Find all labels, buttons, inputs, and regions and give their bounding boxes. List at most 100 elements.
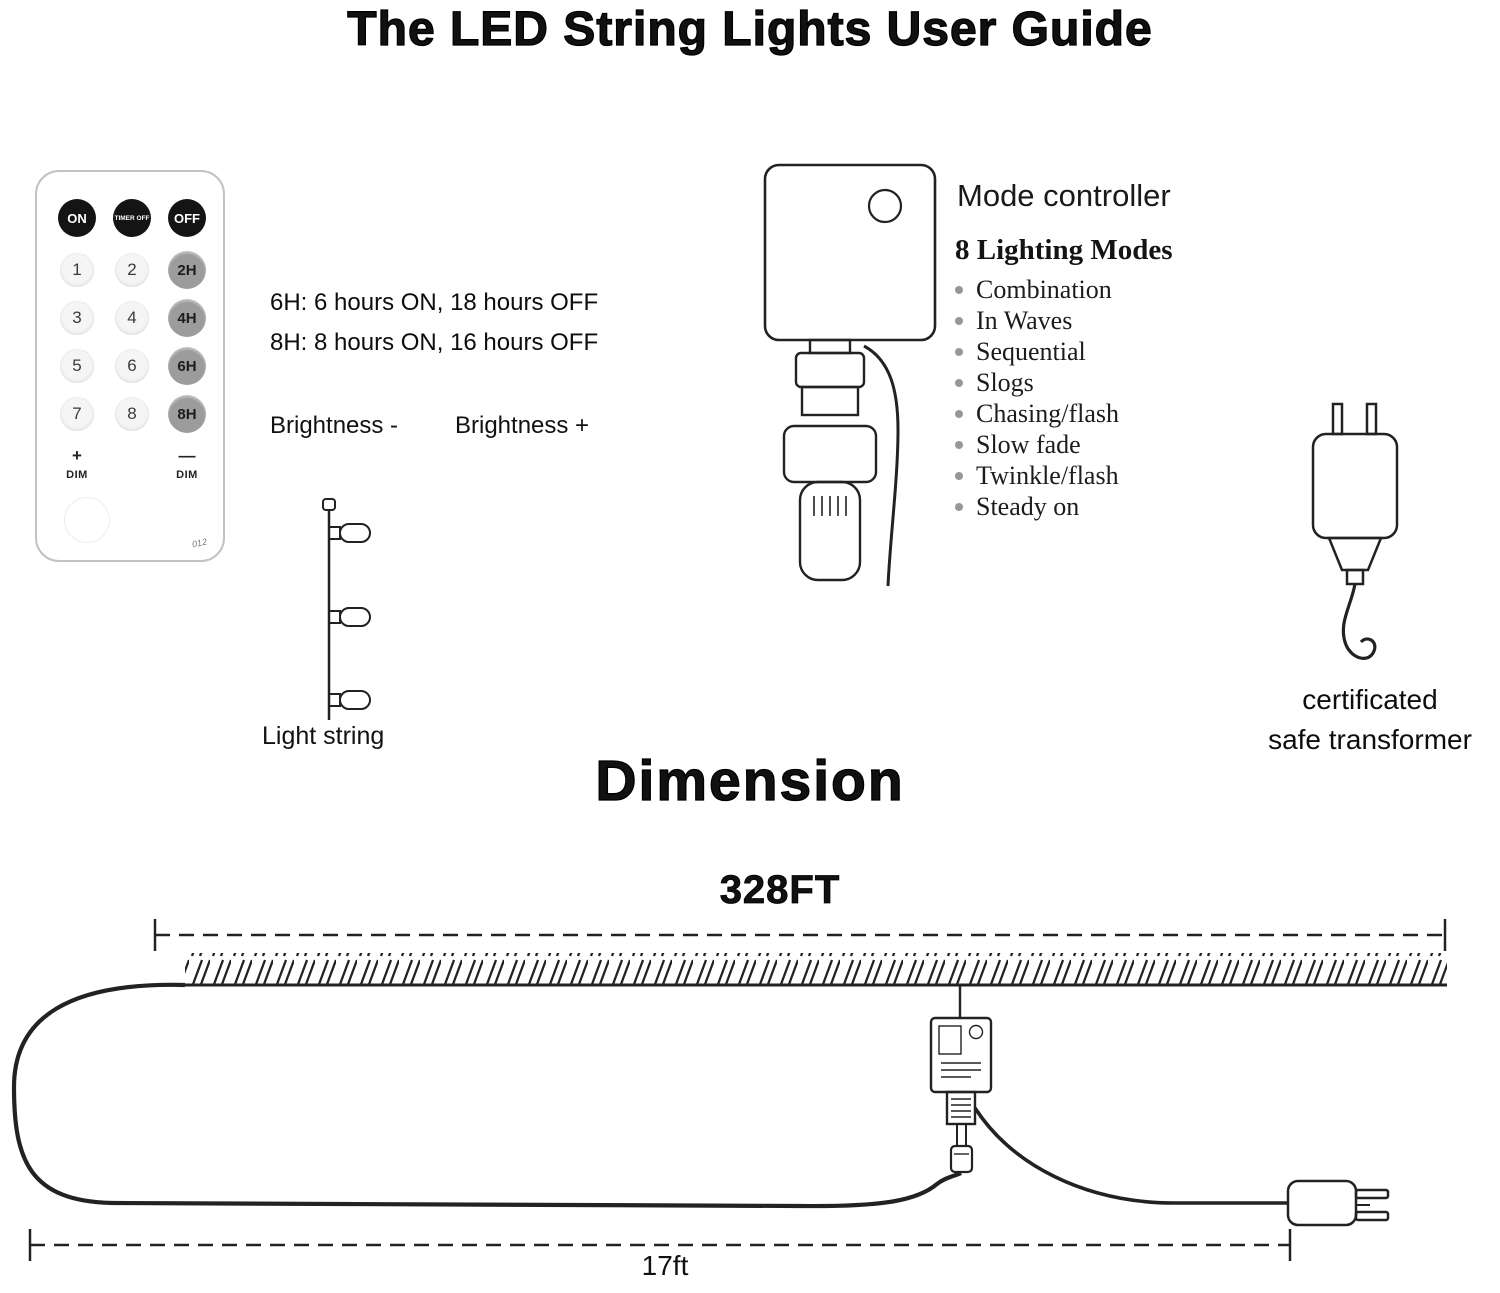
transformer-body [1311,402,1399,586]
timer-notes: 6H: 6 hours ON, 18 hours OFF 8H: 8 hours… [270,283,598,363]
bullet-dot [955,379,963,387]
page-title: The LED String Lights User Guide [347,2,1153,56]
timer-note-6h: 6H: 6 hours ON, 18 hours OFF [270,289,599,316]
mode-item-label: Twinkle/flash [976,461,1119,490]
garland-hatch [185,953,1447,984]
connector-grip-lines [813,496,847,516]
transformer-label-line1: certificated [1302,684,1438,715]
mode-item-label: Slow fade [976,430,1081,459]
bullet-dot [955,503,963,511]
remote-off-button: OFF [168,199,206,237]
remote-model-code: 012 [191,536,208,550]
string-top-knot [322,498,336,511]
remote-on-button: ON [58,199,96,237]
remote-button-2: 2 [115,253,149,287]
transformer-cable-hook [1341,583,1377,660]
mode-item: Combination [955,274,1275,305]
lighting-modes-heading: 8 Lighting Modes [955,234,1173,266]
bullet-dot [955,286,963,294]
controller-body [763,163,937,342]
light-string-illustration [322,498,371,720]
remote-dim-minus-sign: — [178,446,196,465]
mode-item-label: Steady on [976,492,1080,521]
remote-button-1: 1 [60,253,94,287]
remote-button-7: 7 [60,397,94,431]
mode-item: Twinkle/flash [955,460,1275,491]
bullet-dot [955,441,963,449]
mode-item: In Waves [955,305,1275,336]
remote-button-2h: 2H [168,251,206,289]
timer-note-8h: 8H: 8 hours ON, 16 hours OFF [270,329,599,356]
lighting-modes-block: 8 Lighting Modes Combination In Waves Se… [955,234,1275,522]
remote-button-7-label: 7 [72,404,82,423]
connector-ridges [951,1098,971,1118]
connector-plug-tip [949,1144,974,1174]
remote-button-4h-label: 4H [177,309,197,327]
remote-button-8h-label: 8H [177,405,197,423]
mode-controller-title: Mode controller [957,178,1171,213]
mode-item-label: Combination [976,275,1112,304]
power-lead-wire [973,1107,1288,1205]
remote-button-2h-label: 2H [177,261,197,279]
brightness-minus-label: Brightness - [270,412,399,439]
brightness-plus-label: Brightness + [455,412,590,439]
remote-button-8h: 8H [168,395,206,433]
remote-button-3-label: 3 [72,308,82,327]
remote-button-6h: 6H [168,347,206,385]
lead-length-label: 17ft [641,1250,689,1281]
remote-button-6: 6 [115,349,149,383]
mode-item: Chasing/flash [955,398,1275,429]
remote-off-label: OFF [174,210,200,226]
dimension-diagram [11,919,1447,1261]
mode-item-label: In Waves [976,306,1073,335]
bullet-dot [955,410,963,418]
remote-button-1-label: 1 [72,260,82,279]
remote-button-8: 8 [115,397,149,431]
power-plug [1286,1179,1390,1227]
connector-rod [956,1123,967,1147]
lead-measure-line [28,1229,1292,1261]
light-string-label: Light string [262,722,385,750]
remote-ghost-button [64,497,110,543]
total-measure-line [153,919,1447,951]
remote-dim-plus-sign: + [72,446,82,465]
remote-button-8-label: 8 [127,404,137,423]
mode-item: Slogs [955,367,1275,398]
mode-controller-illustration [763,163,937,587]
bullet-dot [955,348,963,356]
remote-button-3: 3 [60,301,94,335]
transformer-label: certificated safe transformer [1235,680,1500,760]
remote-dim-plus-word: DIM [66,469,88,481]
controller-mode-button [867,188,903,224]
remote-button-4h: 4H [168,299,206,337]
remote-timer-off-button: TIMER OFF [113,199,151,237]
remote-button-4: 4 [115,301,149,335]
dimension-heading: Dimension [595,748,905,813]
mode-item: Slow fade [955,429,1275,460]
transformer-label-line2: safe transformer [1268,724,1472,755]
remote-button-2-label: 2 [127,260,137,279]
controller-connector [945,1090,977,1126]
remote-timer-off-label: TIMER OFF [114,214,150,222]
mode-item: Sequential [955,336,1275,367]
remote-button-4-label: 4 [127,308,137,327]
controller-cable [863,344,900,587]
lighting-modes-list: Combination In Waves Sequential Slogs Ch… [955,274,1275,522]
remote-dim-minus-word: DIM [176,469,198,481]
lead-wire-loop [11,982,962,1209]
bullet-dot [955,317,963,325]
remote-button-5-label: 5 [72,356,82,375]
string-controller-details [938,1024,984,1078]
remote-button-5: 5 [60,349,94,383]
bullet-dot [955,472,963,480]
total-length-label: 328FT [719,868,841,913]
controller-connector-stack [782,338,878,582]
mode-item-label: Slogs [976,368,1034,397]
remote-control-illustration: ON TIMER OFF OFF 1 2 2H 3 4 4H 5 6 6H 7 … [35,170,225,562]
remote-button-6-label: 6 [127,356,137,375]
mode-item-label: Sequential [976,337,1086,366]
mode-item-label: Chasing/flash [976,399,1119,428]
mode-item: Steady on [955,491,1275,522]
string-bulbs [328,523,371,710]
